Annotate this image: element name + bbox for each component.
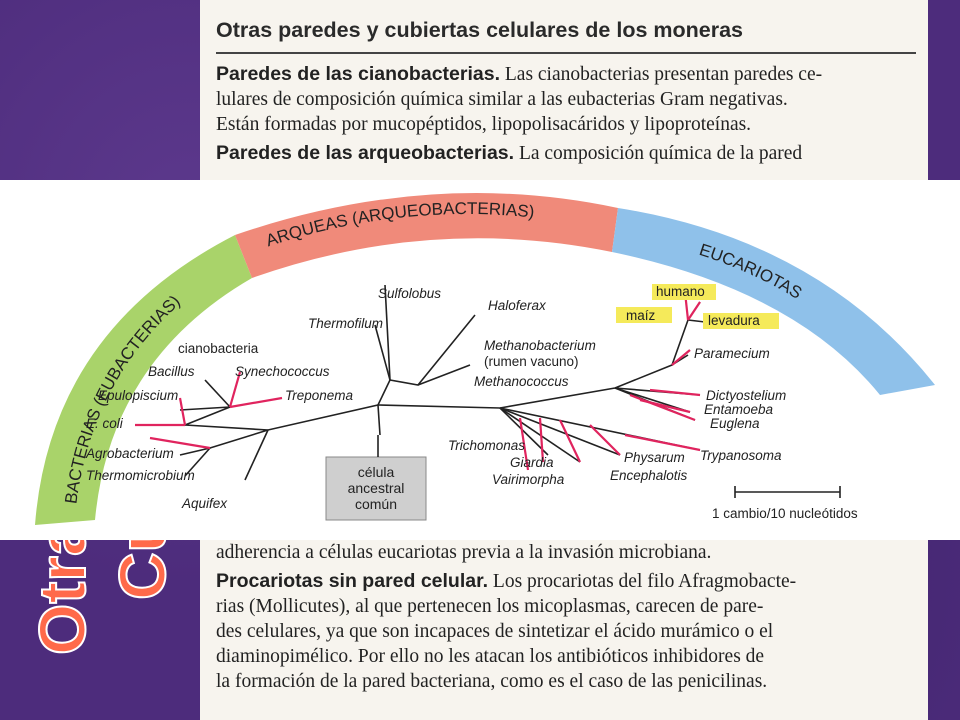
paragraph-archaea: Paredes de las arqueobacterias. La compo… (216, 141, 916, 166)
taxon-levadura: levadura (708, 313, 760, 328)
taxon-synechococcus: Synechococcus (235, 364, 330, 379)
text-line: diaminopimélico. Por ello no les atacan … (216, 644, 916, 669)
highlight-levadura (703, 313, 779, 329)
highlight-humano (652, 284, 716, 300)
taxon-sulfolobus: Sulfolobus (378, 286, 441, 301)
taxon-trichomonas: Trichomonas (448, 438, 525, 453)
taxon-methanococcus: Methanococcus (474, 374, 569, 389)
scale-bar-label: 1 cambio/10 nucleótidos (712, 506, 858, 521)
heading-rule (216, 52, 916, 54)
root-box (325, 456, 427, 521)
taxon-haloferax: Haloferax (488, 298, 547, 313)
taxon-epulopiscium: Epulopiscium (98, 388, 178, 403)
taxon-physarum: Physarum (624, 450, 685, 465)
root-label-line-2: ancestral (348, 480, 405, 496)
text-line: lulares de composición química similar a… (216, 89, 788, 110)
text-line-content: des celulares, ya que son incapaces de s… (216, 621, 774, 642)
book-top-text: Paredes de las cianobacterias. Las ciano… (216, 62, 916, 166)
bacteria-band (35, 235, 252, 525)
taxon-euglena: Euglena (710, 416, 760, 431)
taxon-agrobacterium: Agrobacterium (85, 446, 174, 461)
taxon-humano: humano (656, 284, 705, 299)
archaea-band (235, 193, 618, 278)
text-line-content: Los procariotas del filo Afragmobacte- (488, 571, 797, 592)
taxon-encephalotis: Encephalotis (610, 468, 688, 483)
text-line: Están formadas por mucopéptidos, lipopol… (216, 114, 752, 135)
taxon-cianobacteria: cianobacteria (178, 341, 259, 356)
root-label-line-3: común (355, 496, 397, 512)
text-line: rias (Mollicutes), al que pertenecen los… (216, 594, 916, 619)
book-heading: Otras paredes y cubiertas celulares de l… (216, 18, 744, 42)
taxa-labels: cianobacteria Bacillus Synechococcus Epu… (85, 284, 786, 511)
taxon-ecoli: E. coli (86, 416, 124, 431)
text-line: la formación de la pared bacteriana, com… (216, 669, 916, 694)
taxon-bacillus: Bacillus (148, 364, 195, 379)
taxon-dictyostelium: Dictyostelium (706, 388, 786, 403)
text-line-content: adherencia a células eucariotas previa a… (216, 542, 712, 563)
taxon-entamoeba: Entamoeba (704, 402, 774, 417)
root-label-line-1: célula (358, 464, 395, 480)
phylogenetic-tree-panel: BACTERIAS (EUBACTERIAS) ARQUEAS (ARQUEOB… (0, 180, 960, 540)
taxon-thermofilum: Thermofilum (308, 316, 383, 331)
text-line: Las cianobacterias presentan paredes ce- (500, 64, 823, 85)
text-line-content: rias (Mollicutes), al que pertenecen los… (216, 596, 764, 617)
paragraph-lead: Paredes de las arqueobacterias. (216, 142, 515, 164)
paragraph-lead: Paredes de las cianobacterias. (216, 63, 500, 85)
text-line: adherencia a células eucariotas previa a… (216, 540, 916, 565)
taxon-paramecium: Paramecium (694, 346, 770, 361)
taxon-maiz: maíz (626, 308, 656, 323)
taxon-giardia: Giardia (510, 455, 554, 470)
taxon-trypanosoma: Trypanosoma (700, 448, 782, 463)
text-line-content: diaminopimélico. Por ello no les atacan … (216, 646, 765, 667)
paragraph-lead: Procariotas sin pared celular. (216, 570, 489, 592)
highlight-maiz (616, 307, 672, 323)
text-line: La composición química de la pared (514, 143, 803, 164)
text-line: des celulares, ya que son incapaces de s… (216, 619, 916, 644)
text-line-content: la formación de la pared bacteriana, com… (216, 671, 768, 692)
taxon-vairimorpha: Vairimorpha (492, 472, 565, 487)
paragraph-cyanobacteria: Paredes de las cianobacterias. Las ciano… (216, 62, 916, 137)
taxon-aquifex: Aquifex (181, 496, 228, 511)
phylogenetic-tree: BACTERIAS (EUBACTERIAS) ARQUEAS (ARQUEOB… (35, 193, 935, 525)
taxon-methanobacterium: Methanobacterium (484, 338, 596, 353)
tree-tips (135, 291, 701, 471)
taxon-methanobacterium-note: (rumen vacuno) (484, 354, 579, 369)
taxon-treponema: Treponema (285, 388, 354, 403)
taxon-thermomicrobium: Thermomicrobium (86, 468, 195, 483)
eukarya-band (612, 208, 935, 395)
text-line: Procariotas sin pared celular. Los proca… (216, 569, 916, 594)
book-bottom-text: adherencia a células eucariotas previa a… (216, 540, 916, 694)
